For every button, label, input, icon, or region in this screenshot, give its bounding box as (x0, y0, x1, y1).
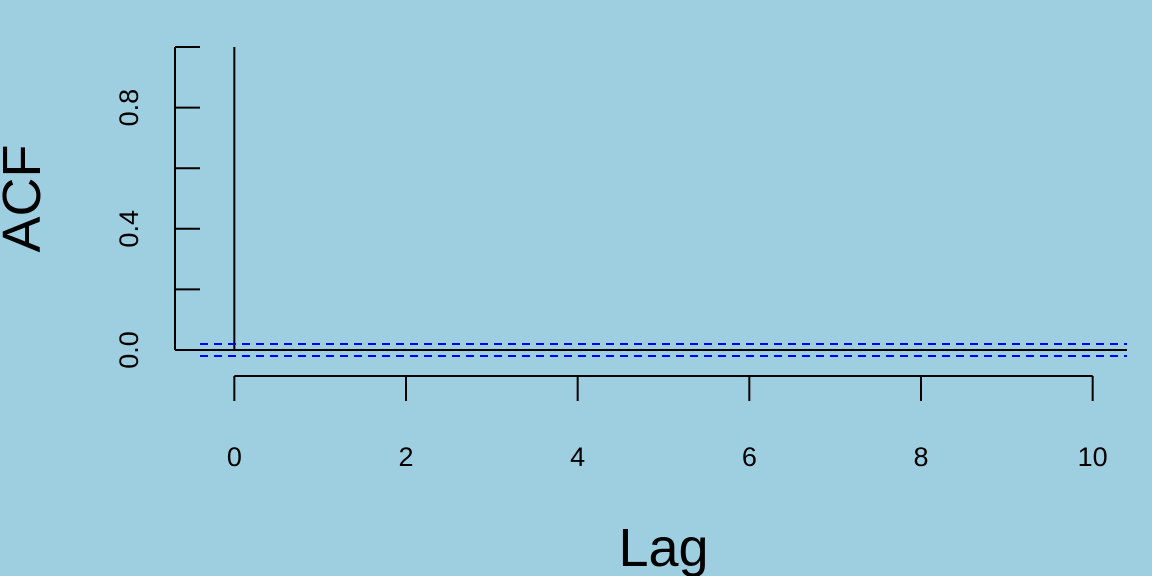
confidence-band (200, 342, 1127, 358)
x-tick-label: 10 (1078, 442, 1108, 472)
x-axis: 0 2 4 6 8 10 (227, 375, 1108, 472)
x-tick-label: 8 (913, 442, 928, 472)
x-tick-label: 6 (742, 442, 757, 472)
x-tick-label: 2 (398, 442, 413, 472)
y-axis: 0.0 0.4 0.8 (114, 46, 200, 369)
acf-bars (233, 47, 236, 350)
y-axis-title: ACF (0, 145, 52, 253)
y-tick-label: 0.0 (114, 331, 144, 369)
x-tick-label: 0 (227, 442, 242, 472)
x-tick-label: 4 (570, 442, 585, 472)
x-axis-title: Lag (618, 518, 708, 576)
y-tick-label: 0.4 (114, 210, 144, 248)
y-tick-label: 0.8 (114, 89, 144, 127)
